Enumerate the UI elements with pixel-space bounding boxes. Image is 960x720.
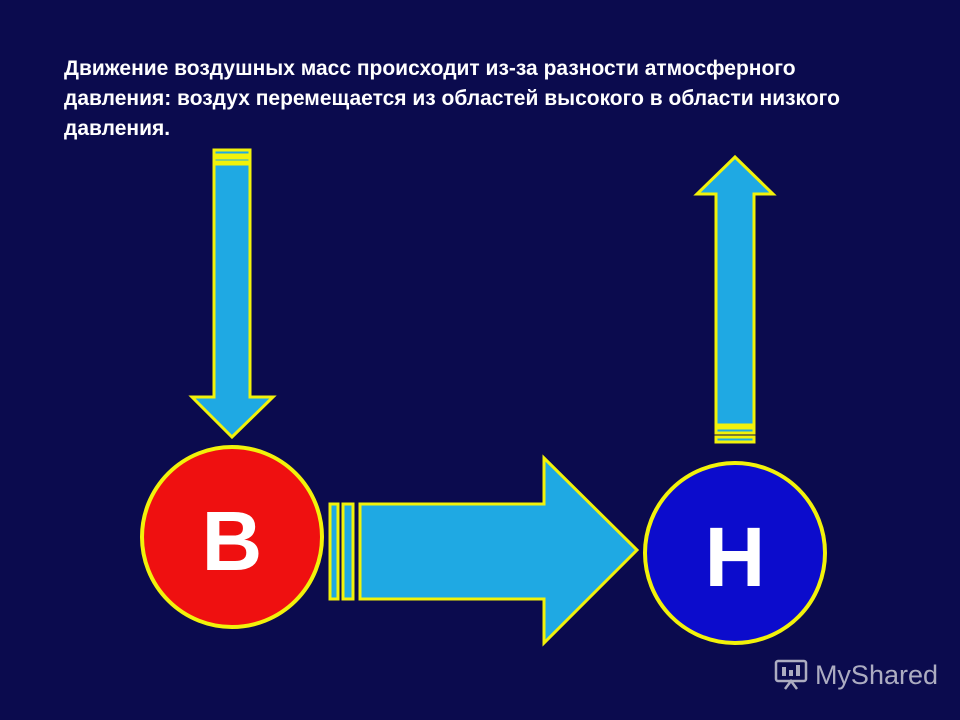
low-pressure-label: Н bbox=[705, 510, 766, 604]
arrow-right-icon bbox=[328, 454, 640, 647]
high-pressure-label: В bbox=[202, 494, 263, 588]
watermark: MyShared bbox=[773, 658, 938, 692]
arrow-down-icon bbox=[188, 148, 277, 440]
low-pressure-circle: Н bbox=[643, 461, 827, 645]
arrow-up-icon bbox=[693, 154, 777, 444]
watermark-text: MyShared bbox=[814, 659, 938, 690]
presentation-icon bbox=[774, 659, 808, 690]
high-pressure-circle: В bbox=[140, 445, 324, 629]
caption-text: Движение воздушных масс происходит из-за… bbox=[64, 57, 840, 140]
